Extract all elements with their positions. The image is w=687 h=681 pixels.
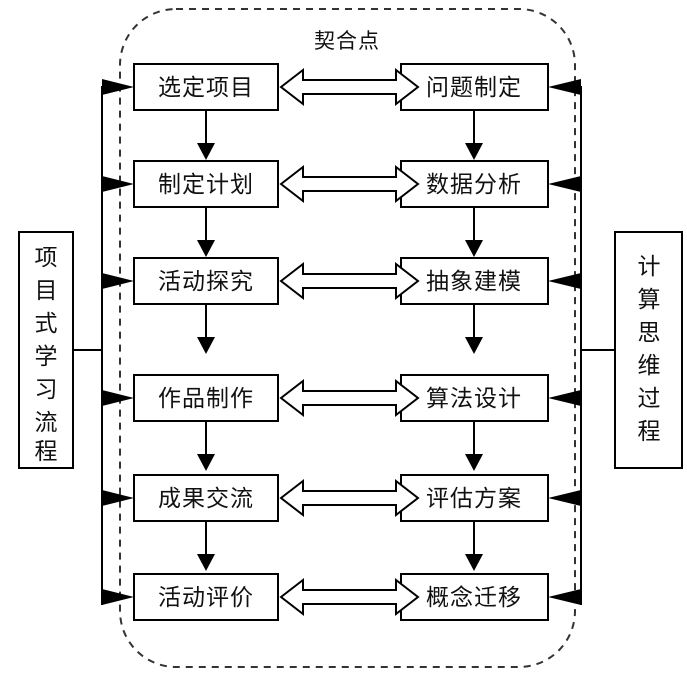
node-label-left-1: 选定项目	[158, 75, 254, 101]
node-box-left-1[interactable]	[133, 63, 279, 111]
bidirectional-arrow-2	[279, 164, 420, 204]
node-box-right-2[interactable]	[400, 160, 549, 208]
convergence-point-caption: 契合点	[314, 29, 380, 53]
row-5: 成果交流 评估方案	[102, 474, 581, 571]
down-arrowhead-right-2	[465, 240, 483, 257]
node-label-left-6: 活动评价	[158, 585, 254, 611]
node-label-right-4: 算法设计	[426, 386, 522, 412]
down-arrowhead-left-1	[197, 143, 215, 160]
right-group-label-text: 计 算 思 维 过 程	[638, 254, 661, 445]
node-label-right-2: 数据分析	[426, 172, 522, 198]
right-label-char-3: 维	[638, 353, 661, 379]
node-label-left-5: 成果交流	[158, 486, 254, 512]
down-arrowhead-left-5	[197, 554, 215, 571]
right-label-char-4: 过	[638, 386, 661, 412]
right-feed-arrow-2	[548, 176, 581, 192]
right-group-label-box	[614, 231, 683, 469]
right-bus-lines	[580, 86, 615, 605]
bidirectional-arrow-3	[279, 261, 420, 301]
node-box-left-6[interactable]	[133, 573, 279, 621]
left-bus-lines	[73, 86, 103, 605]
right-label-char-1: 算	[638, 287, 661, 313]
left-feed-arrow-4	[102, 390, 134, 406]
node-box-left-5[interactable]	[133, 474, 279, 522]
dashed-boundary-region	[119, 8, 576, 668]
left-feed-arrow-5	[102, 490, 134, 506]
left-label-char-4: 习	[35, 377, 58, 403]
row-4: 作品制作 算法设计	[102, 374, 581, 471]
node-label-right-5: 评估方案	[426, 486, 522, 512]
node-label-left-3: 活动探究	[158, 269, 254, 295]
down-arrowhead-right-3	[465, 337, 483, 354]
left-label-char-0: 项	[35, 245, 58, 271]
bidirectional-arrow-1	[279, 67, 420, 107]
left-group-label-text: 项 目 式 学 习 流 程	[35, 245, 58, 465]
right-feed-arrow-1	[548, 79, 581, 95]
node-label-right-1: 问题制定	[426, 75, 522, 101]
down-arrowhead-left-2	[197, 240, 215, 257]
node-label-left-2: 制定计划	[158, 172, 254, 198]
down-arrowhead-left-3	[197, 337, 215, 354]
down-arrowhead-left-4	[197, 454, 215, 471]
right-label-char-5: 程	[638, 419, 661, 445]
left-feed-arrow-2	[102, 176, 134, 192]
left-label-char-5: 流	[35, 410, 58, 436]
left-group-label-box	[18, 231, 74, 469]
row-6: 活动评价 概念迁移	[102, 573, 581, 621]
right-feed-arrow-4	[548, 390, 581, 406]
right-label-char-0: 计	[638, 254, 661, 280]
row-3: 活动探究 抽象建模	[102, 257, 581, 354]
left-label-char-1: 目	[35, 278, 58, 304]
left-label-char-2: 式	[35, 311, 58, 337]
bidirectional-arrow-4	[279, 378, 420, 418]
left-label-char-3: 学	[35, 344, 58, 370]
left-feed-arrow-6	[102, 589, 134, 605]
down-arrowhead-right-1	[465, 143, 483, 160]
node-label-right-6: 概念迁移	[426, 585, 522, 611]
bidirectional-arrow-5	[279, 478, 420, 518]
left-feed-arrow-1	[102, 79, 134, 95]
down-arrowhead-right-5	[465, 554, 483, 571]
right-feed-arrow-6	[548, 589, 581, 605]
down-arrowhead-right-4	[465, 454, 483, 471]
row-2: 制定计划 数据分析	[102, 160, 581, 257]
node-label-right-3: 抽象建模	[426, 269, 522, 295]
node-box-left-3[interactable]	[133, 257, 279, 305]
bidirectional-arrow-6	[279, 577, 420, 617]
right-feed-arrow-5	[548, 490, 581, 506]
right-feed-arrow-3	[548, 273, 581, 289]
node-label-left-4: 作品制作	[158, 386, 254, 412]
left-label-char-6: 程	[35, 439, 58, 465]
left-feed-arrow-3	[102, 273, 134, 289]
right-label-char-2: 思	[638, 320, 661, 346]
row-1: 选定项目 问题制定	[102, 63, 581, 160]
